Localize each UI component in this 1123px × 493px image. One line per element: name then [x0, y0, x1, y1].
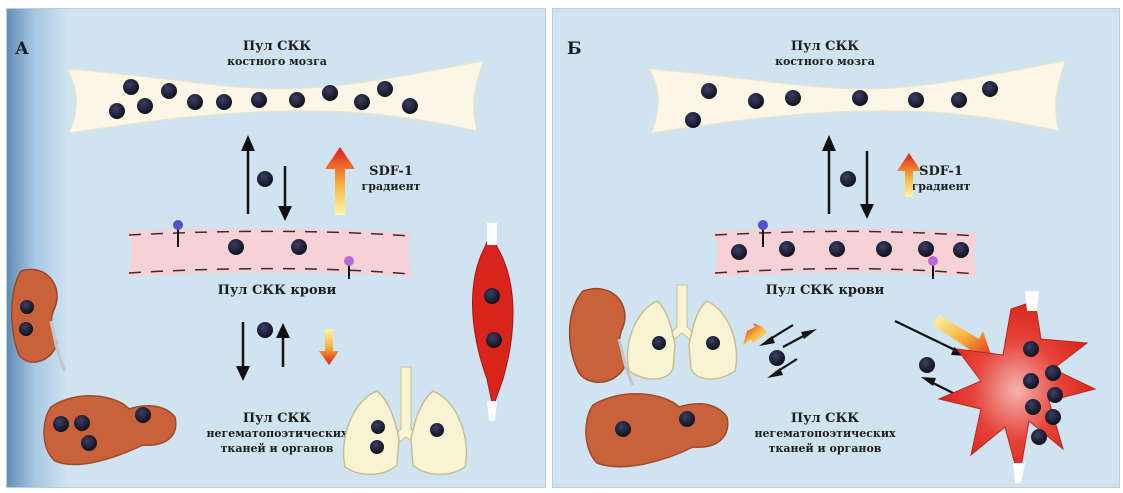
muscle — [473, 223, 514, 421]
cell — [53, 416, 69, 432]
cell — [74, 415, 90, 431]
arrow-up — [241, 135, 255, 214]
liver — [44, 396, 176, 465]
panel-b-illustration — [553, 9, 1119, 487]
small-sdf-arrow — [319, 329, 339, 365]
cell — [486, 332, 502, 348]
sdf-gradient-arrow — [325, 147, 355, 215]
cell — [109, 103, 125, 119]
cell — [908, 92, 924, 108]
cell — [371, 420, 385, 434]
arrow-down — [860, 151, 874, 219]
transit-cell — [769, 350, 785, 366]
cell — [1047, 387, 1063, 403]
cell — [731, 244, 747, 260]
cell — [1023, 341, 1039, 357]
liver — [586, 394, 728, 467]
cell — [291, 239, 307, 255]
arrow-from-injury — [921, 377, 953, 393]
blood-vessel-shape — [713, 228, 978, 277]
blood-vessel-shape — [127, 228, 412, 277]
cell — [402, 98, 418, 114]
cell — [251, 92, 267, 108]
cell — [679, 411, 695, 427]
cell — [748, 93, 764, 109]
cell — [615, 421, 631, 437]
transit-cell — [257, 171, 273, 187]
cell — [228, 239, 244, 255]
arrow-down — [278, 166, 292, 221]
arrow-up — [822, 135, 836, 214]
cell — [1031, 429, 1047, 445]
cell — [135, 407, 151, 423]
cell — [829, 241, 845, 257]
cell — [779, 241, 795, 257]
cell — [354, 94, 370, 110]
cell — [951, 92, 967, 108]
cell — [161, 83, 177, 99]
cell — [1045, 409, 1061, 425]
cell — [289, 92, 305, 108]
kidney — [12, 269, 65, 371]
arrow-to-lungs — [759, 325, 817, 347]
cell — [370, 440, 384, 454]
cell — [876, 241, 892, 257]
bone-marrow-shape — [67, 61, 483, 133]
cell — [852, 90, 868, 106]
cell — [918, 241, 934, 257]
cell — [187, 94, 203, 110]
transit-cell — [919, 357, 935, 373]
cell — [322, 85, 338, 101]
cell — [685, 112, 701, 128]
transit-cell — [257, 322, 273, 338]
cell — [785, 90, 801, 106]
cell — [701, 83, 717, 99]
lungs — [344, 367, 467, 474]
cell — [652, 336, 666, 350]
injured-muscle — [939, 291, 1095, 483]
panel-a-illustration — [7, 9, 545, 487]
cell — [430, 423, 444, 437]
cell — [81, 435, 97, 451]
cell — [1045, 365, 1061, 381]
cell — [982, 81, 998, 97]
panel-a: А Пул СКК костного мозга SDF-1 градиент … — [6, 8, 546, 488]
lungs — [627, 285, 736, 379]
cell — [706, 336, 720, 350]
small-gradient-arrow — [743, 323, 767, 345]
cell — [1025, 399, 1041, 415]
cell — [484, 288, 500, 304]
cell — [137, 98, 153, 114]
kidney — [570, 289, 633, 385]
cell — [377, 81, 393, 97]
panel-b: Б Пул СКК костного мозга SDF-1 градиент … — [552, 8, 1120, 488]
transit-cell — [840, 171, 856, 187]
cell — [20, 300, 34, 314]
cell — [953, 242, 969, 258]
arrow-up-tissue — [276, 323, 290, 367]
arrow-down-tissue — [236, 322, 250, 381]
cell — [1023, 373, 1039, 389]
cell — [216, 94, 232, 110]
sdf-gradient-arrow — [897, 153, 921, 197]
cell — [19, 322, 33, 336]
cell — [123, 79, 139, 95]
